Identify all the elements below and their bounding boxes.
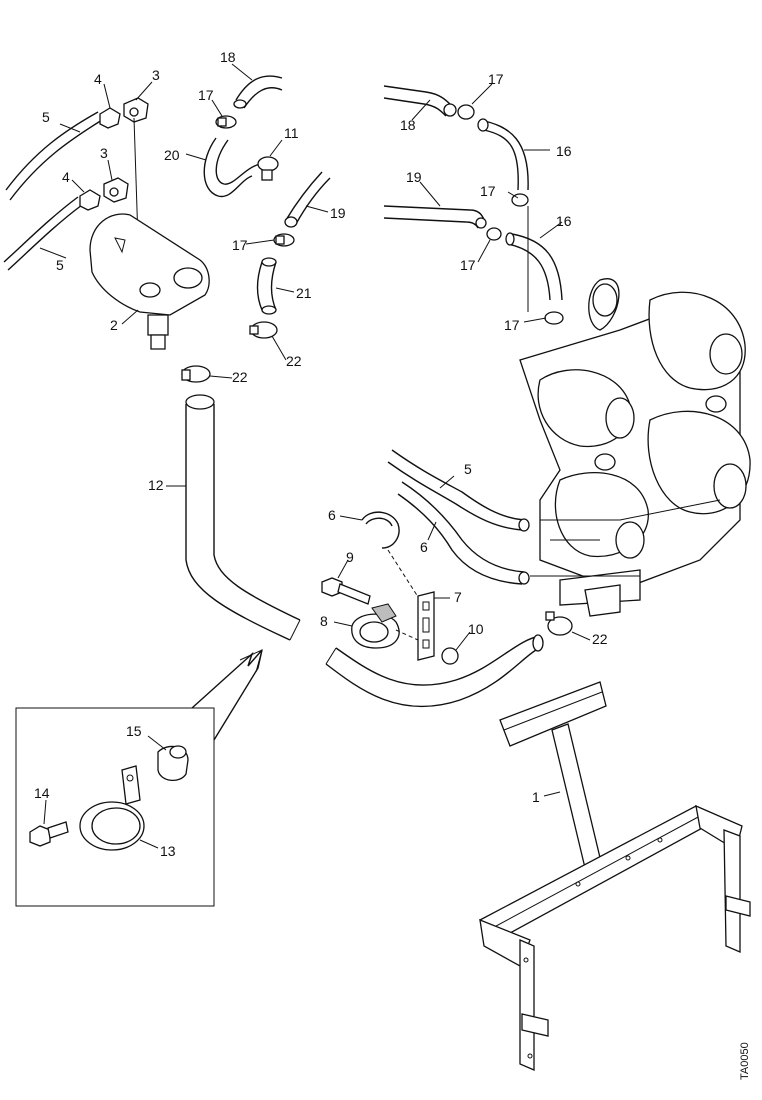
callout-3: 3 (152, 67, 160, 83)
clamp-22-upper (181, 365, 211, 383)
callout-5: 5 (42, 109, 50, 125)
callout-18: 18 (400, 117, 416, 133)
callout-7: 7 (454, 589, 462, 605)
clamp-11 (257, 156, 279, 181)
hose-19-right (383, 205, 487, 229)
hose-16-lower (505, 232, 563, 301)
callout-19: 19 (330, 205, 346, 221)
clamp-17-c (457, 104, 475, 120)
callout-11: 11 (284, 125, 299, 141)
callout-6: 6 (328, 507, 336, 523)
callout-21: 21 (296, 285, 312, 301)
callout-1: 1 (532, 789, 540, 805)
drawing-code: TA0050 (739, 1042, 751, 1080)
callout-20: 20 (164, 147, 180, 163)
callout-9: 9 (346, 549, 354, 565)
callout-17: 17 (480, 183, 496, 199)
detail-inset (15, 649, 263, 907)
callout-13: 13 (160, 843, 176, 859)
hose-5-lower-mid (397, 481, 530, 585)
callout-5: 5 (56, 257, 64, 273)
clamp-17-b (273, 233, 295, 247)
callout-16: 16 (556, 143, 572, 159)
hose-16-upper (477, 118, 529, 191)
callout-8: 8 (320, 613, 328, 629)
spacer-15 (157, 745, 189, 781)
clamp-17-f (544, 311, 564, 325)
housing-2 (89, 213, 210, 350)
callout-17: 17 (198, 87, 214, 103)
leader-lines (39, 63, 591, 849)
callout-5: 5 (464, 461, 472, 477)
hose-18-right (383, 85, 457, 117)
hose-5-upper (5, 111, 103, 201)
leader-clip-6 (387, 549, 421, 601)
callout-labels: 5 4 3 3 4 5 2 18 17 20 11 19 17 21 22 22… (34, 49, 608, 859)
callout-14: 14 (34, 785, 50, 801)
clip-6 (361, 511, 400, 549)
callout-22: 22 (286, 353, 302, 369)
hose-12 (185, 394, 301, 641)
callout-18: 18 (220, 49, 236, 65)
callout-19: 19 (406, 169, 422, 185)
hose-18-top (233, 75, 283, 109)
elbow-3-upper (123, 97, 149, 123)
callout-4: 4 (94, 71, 102, 87)
callout-4: 4 (62, 169, 70, 185)
hose-lower (325, 634, 544, 708)
callout-17: 17 (504, 317, 520, 333)
elbow-3-lower (103, 177, 129, 203)
hose-21 (256, 257, 277, 315)
clamp-17-e (486, 227, 502, 241)
bolt-14 (29, 821, 69, 847)
callout-15: 15 (126, 723, 142, 739)
hose-5-lower (3, 196, 83, 271)
fitting-4-lower (79, 189, 101, 211)
callout-17: 17 (488, 71, 504, 87)
engine-assembly (519, 278, 751, 617)
clamp-22-lower (545, 611, 573, 636)
callout-17: 17 (232, 237, 248, 253)
callout-12: 12 (148, 477, 164, 493)
clamp-8 (351, 603, 400, 649)
bracket-7 (417, 591, 435, 661)
callout-3: 3 (100, 145, 108, 161)
clamp-22-middle (249, 321, 278, 339)
callout-17: 17 (460, 257, 476, 273)
frame-1 (479, 681, 751, 1071)
clamp-17-a (215, 115, 237, 129)
hose-5-middle (387, 449, 530, 532)
callout-22: 22 (232, 369, 248, 385)
bolt-9 (321, 577, 371, 605)
callout-10: 10 (468, 621, 484, 637)
hose-19-left (284, 171, 331, 228)
callout-2: 2 (110, 317, 118, 333)
callout-22: 22 (592, 631, 608, 647)
callout-6: 6 (420, 539, 428, 555)
clamp-13 (79, 765, 145, 851)
callout-16: 16 (556, 213, 572, 229)
hose-20 (203, 137, 261, 198)
fitting-4-upper (99, 107, 121, 129)
nut-10 (441, 647, 459, 665)
